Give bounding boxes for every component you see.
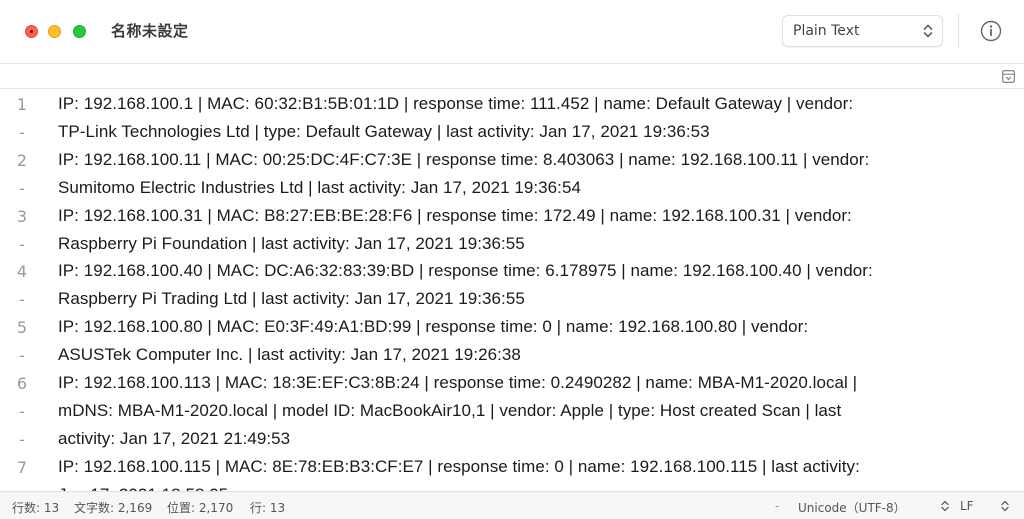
- text-editor-area[interactable]: 1 IP: 192.168.100.1 | MAC: 60:32:B1:5B:01…: [0, 90, 1024, 491]
- text-line: IP: 192.168.100.11 | MAC: 00:25:DC:4F:C7…: [58, 149, 870, 169]
- line-number: 7: [16, 457, 28, 477]
- line-number: -: [19, 122, 25, 142]
- line-number: 6: [16, 374, 28, 393]
- encoding-popup-button[interactable]: Unicode（UTF-8）: [796, 495, 954, 517]
- text-line: Raspberry Pi Foundation | last activity:…: [58, 233, 525, 253]
- line-number: -: [19, 234, 25, 254]
- current-line-label: 行: 13: [250, 501, 286, 515]
- title-bar: 名称未設定 Plain Text: [0, 0, 1024, 64]
- status-bar: 行数: 13 文字数: 2,169 位置: 2,170 行: 13 - Unic…: [0, 491, 1024, 519]
- text-line: TP-Link Technologies Ltd | type: Default…: [58, 121, 710, 141]
- line-number: 5: [16, 318, 28, 338]
- minimize-window-button[interactable]: [48, 25, 61, 38]
- encoding-selected-value: Unicode（UTF-8）: [798, 501, 906, 515]
- up-down-chevron-icon: [923, 24, 933, 38]
- line-ending-selected-value: LF: [960, 499, 974, 513]
- text-line: IP: 192.168.100.113 | MAC: 18:3E:EF:C3:8…: [58, 373, 858, 392]
- text-line: ASUSTek Computer Inc. | last activity: J…: [58, 345, 521, 365]
- line-count-label: 行数: 13: [12, 501, 60, 515]
- character-count-label: 文字数: 2,169: [74, 501, 153, 515]
- cursor-position-label: 位置: 2,170: [167, 501, 234, 515]
- text-line: IP: 192.168.100.80 | MAC: E0:3F:49:A1:BD…: [58, 317, 809, 337]
- up-down-chevron-icon: [941, 500, 949, 512]
- text-line: IP: 192.168.100.1 | MAC: 60:32:B1:5B:01:…: [58, 94, 854, 113]
- zoom-window-button[interactable]: [73, 25, 86, 38]
- text-line: IP: 192.168.100.115 | MAC: 8E:78:EB:B3:C…: [58, 456, 860, 476]
- text-line: IP: 192.168.100.31 | MAC: B8:27:EB:BE:28…: [58, 205, 852, 225]
- text-line: Raspberry Pi Trading Ltd | last activity…: [58, 289, 525, 309]
- info-icon[interactable]: [980, 20, 1002, 42]
- document-title: 名称未設定: [111, 22, 189, 40]
- ruler-bar: [0, 64, 1024, 89]
- text-line: mDNS: MBA-M1-2020.local | model ID: MacB…: [58, 400, 842, 420]
- ruler-toggle-icon[interactable]: [1002, 70, 1015, 83]
- line-number: -: [19, 178, 25, 198]
- close-window-button[interactable]: [25, 25, 38, 38]
- text-line: activity: Jan 17, 2021 21:49:53: [58, 428, 291, 448]
- line-number: 3: [16, 206, 28, 226]
- line-number: 2: [16, 150, 28, 170]
- up-down-chevron-icon: [1001, 500, 1009, 512]
- line-ending-popup-button[interactable]: LF: [956, 495, 1016, 517]
- toolbar-divider: [958, 14, 959, 48]
- line-number: -: [19, 290, 25, 310]
- line-number: 4: [16, 262, 28, 282]
- line-number: -: [19, 429, 25, 449]
- line-number: -: [19, 401, 25, 421]
- status-separator: -: [775, 499, 780, 513]
- text-line: Sumitomo Electric Industries Ltd | last …: [58, 177, 581, 197]
- text-line: Jan 17, 2021 18:58:05: [58, 485, 1018, 491]
- format-popup-button[interactable]: Plain Text: [782, 15, 943, 47]
- line-number: 1: [16, 95, 28, 114]
- line-number: -: [19, 346, 25, 366]
- format-selected-value: Plain Text: [793, 23, 860, 39]
- text-line: IP: 192.168.100.40 | MAC: DC:A6:32:83:39…: [58, 261, 873, 281]
